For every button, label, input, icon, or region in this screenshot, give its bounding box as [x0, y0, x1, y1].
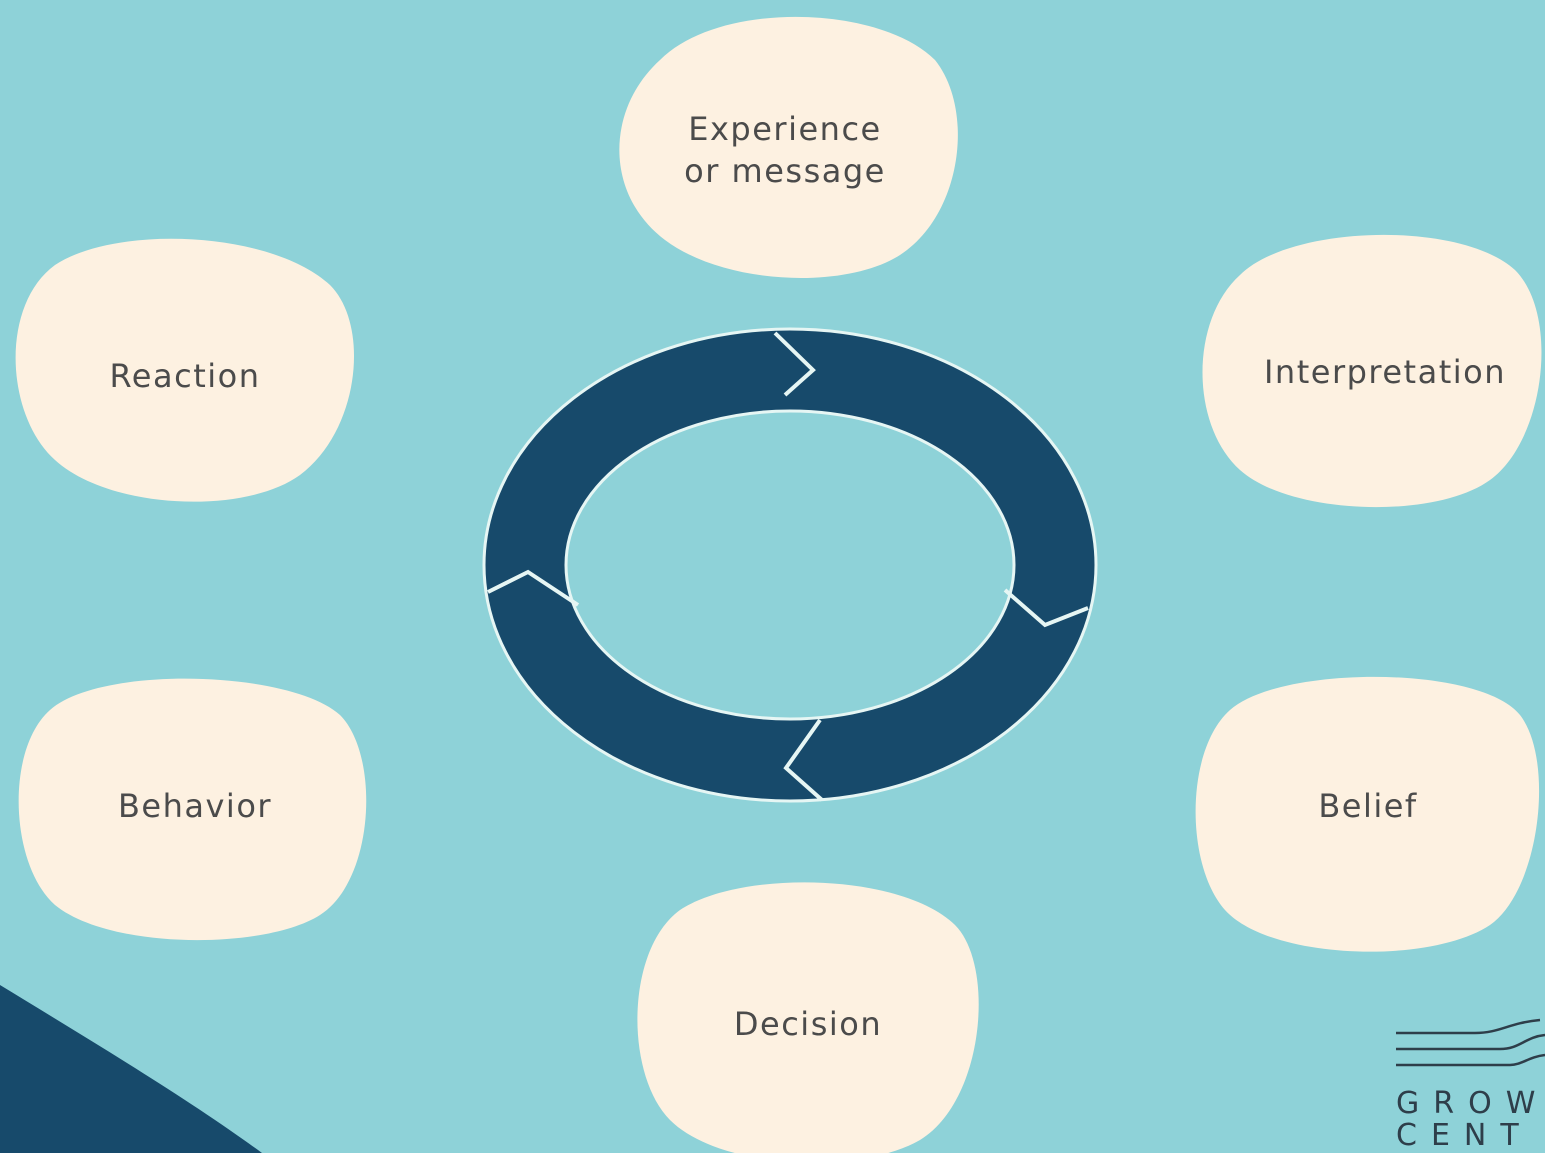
- ring-band: [485, 330, 1095, 800]
- bubble-interpretation: [1202, 234, 1542, 508]
- node-label-reaction: Reaction: [109, 357, 261, 395]
- bubble-behavior: [18, 678, 367, 941]
- node-label-decision: Decision: [733, 1005, 883, 1043]
- ring-inner-edge: [564, 409, 1016, 721]
- node-label-experience: Experience or message: [684, 110, 886, 190]
- cycle-ring: [482, 327, 1098, 803]
- bubble-belief: [1195, 676, 1540, 952]
- logo: GROW CENT: [1390, 1015, 1545, 1153]
- bubble-reaction: [15, 238, 355, 502]
- ring-outer-edge: [482, 327, 1098, 803]
- ring-arrow-bottom: [783, 718, 824, 802]
- ring-arrow-top: [773, 331, 816, 397]
- bubble-decision: [637, 882, 979, 1153]
- node-label-belief: Belief: [1318, 787, 1418, 825]
- logo-text-line-2: CENT: [1396, 1118, 1533, 1153]
- logo-text-line-1: GROW: [1396, 1086, 1545, 1121]
- node-label-interpretation: Interpretation: [1263, 353, 1507, 391]
- ring-arrow-left: [487, 569, 580, 607]
- corner-shape: [0, 985, 262, 1153]
- bubble-experience: [619, 16, 958, 278]
- node-label-behavior: Behavior: [117, 787, 273, 825]
- ring-arrow-right: [1003, 588, 1089, 628]
- logo-waves-icon: [1396, 1018, 1545, 1067]
